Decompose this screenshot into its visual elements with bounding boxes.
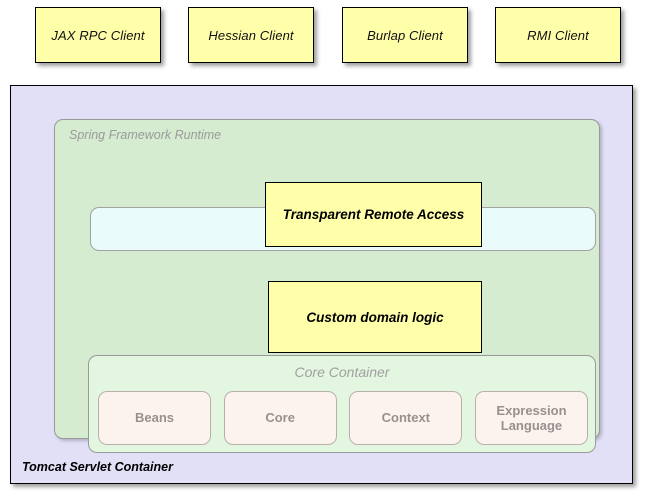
core-module-list: Beans Core Context Expression Language [98,391,588,445]
core-module-expression-language[interactable]: Expression Language [474,391,588,445]
core-module-context[interactable]: Context [349,391,463,445]
core-module-label: Beans [134,410,175,426]
client-box-label: Hessian Client [208,27,294,43]
client-box-label: Burlap Client [367,27,443,43]
custom-domain-logic-box[interactable]: Custom domain logic [268,281,482,353]
client-box-burlap[interactable]: Burlap Client [342,7,468,63]
core-module-label: Core [265,410,295,426]
center-box-label: Transparent Remote Access [282,207,465,222]
client-box-label: JAX RPC Client [51,27,145,43]
client-box-hessian[interactable]: Hessian Client [188,7,314,63]
spring-framework-runtime-panel: Spring Framework Runtime Web Core Contai… [54,119,600,453]
client-box-rmi[interactable]: RMI Client [495,7,621,63]
core-container-title: Core Container [294,364,390,380]
transparent-remote-access-box[interactable]: Transparent Remote Access [265,182,482,247]
core-container-panel: Core Container Beans Core Context Expres… [88,355,596,453]
spring-framework-runtime-label: Spring Framework Runtime [69,128,222,142]
tomcat-servlet-container-label: Tomcat Servlet Container [22,460,173,474]
client-box-jax-rpc[interactable]: JAX RPC Client [35,7,161,63]
core-module-core[interactable]: Core [223,391,337,445]
client-box-label: RMI Client [527,27,589,43]
core-module-label: Expression Language [496,402,567,433]
center-box-label: Custom domain logic [306,309,444,325]
core-module-label: Context [381,410,430,426]
tomcat-servlet-container: Spring Framework Runtime Web Core Contai… [10,85,633,484]
core-module-beans[interactable]: Beans [98,391,211,445]
